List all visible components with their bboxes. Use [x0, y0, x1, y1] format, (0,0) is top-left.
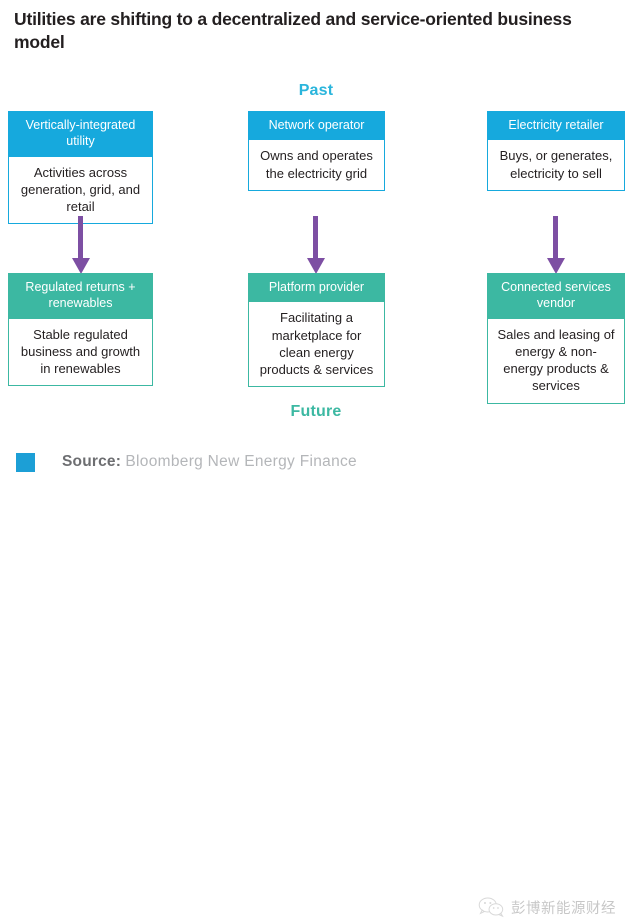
card-future-3-body: Sales and leasing of energy & non-energy… [487, 318, 625, 404]
arrow-shaft [78, 216, 83, 260]
watermark: 彭博新能源财经 [478, 894, 616, 920]
card-future-2-heading: Platform provider [248, 273, 385, 303]
card-past-1: Vertically-integrated utility Activities… [8, 111, 153, 225]
card-past-1-heading: Vertically-integrated utility [8, 111, 153, 157]
card-future-1-body: Stable regulated business and growth in … [8, 318, 153, 387]
card-future-2: Platform provider Facilitating a marketp… [248, 273, 385, 388]
down-arrow-1 [72, 216, 90, 274]
card-future-1-heading: Regulated returns + renewables [8, 273, 153, 319]
era-label-past: Past [298, 82, 334, 99]
card-future-3-heading: Connected services vendor [487, 273, 625, 319]
arrow-head [72, 258, 90, 274]
down-arrow-3 [547, 216, 565, 274]
source-label: Source: [62, 453, 122, 470]
source-value: Bloomberg New Energy Finance [125, 453, 357, 470]
arrow-shaft [313, 216, 318, 260]
card-past-2-body: Owns and operates the electricity grid [248, 140, 385, 191]
source-note: Source: Bloomberg New Energy Finance [62, 450, 357, 474]
diagram-canvas: Past Future Vertically-integrated utilit… [0, 0, 640, 440]
page-title: Utilities are shifting to a decentralize… [14, 9, 572, 52]
watermark-text: 彭博新能源财经 [511, 900, 616, 917]
arrow-head [547, 258, 565, 274]
card-future-3: Connected services vendor Sales and leas… [487, 273, 625, 404]
card-past-1-body: Activities across generation, grid, and … [8, 156, 153, 225]
footer: Source: Bloomberg New Energy Finance 彭博新… [0, 446, 640, 918]
card-future-1: Regulated returns + renewables Stable re… [8, 273, 153, 387]
source-bullet-square [16, 453, 35, 472]
card-past-3-heading: Electricity retailer [487, 111, 625, 141]
card-future-2-body: Facilitating a marketplace for clean ene… [248, 302, 385, 388]
wechat-icon [478, 897, 504, 918]
arrow-head [307, 258, 325, 274]
down-arrow-2 [307, 216, 325, 274]
card-past-2-heading: Network operator [248, 111, 385, 141]
card-past-3-body: Buys, or generates, electricity to sell [487, 140, 625, 191]
era-label-future: Future [290, 403, 342, 420]
card-past-2: Network operator Owns and operates the e… [248, 111, 385, 191]
arrow-shaft [553, 216, 558, 260]
card-past-3: Electricity retailer Buys, or generates,… [487, 111, 625, 191]
